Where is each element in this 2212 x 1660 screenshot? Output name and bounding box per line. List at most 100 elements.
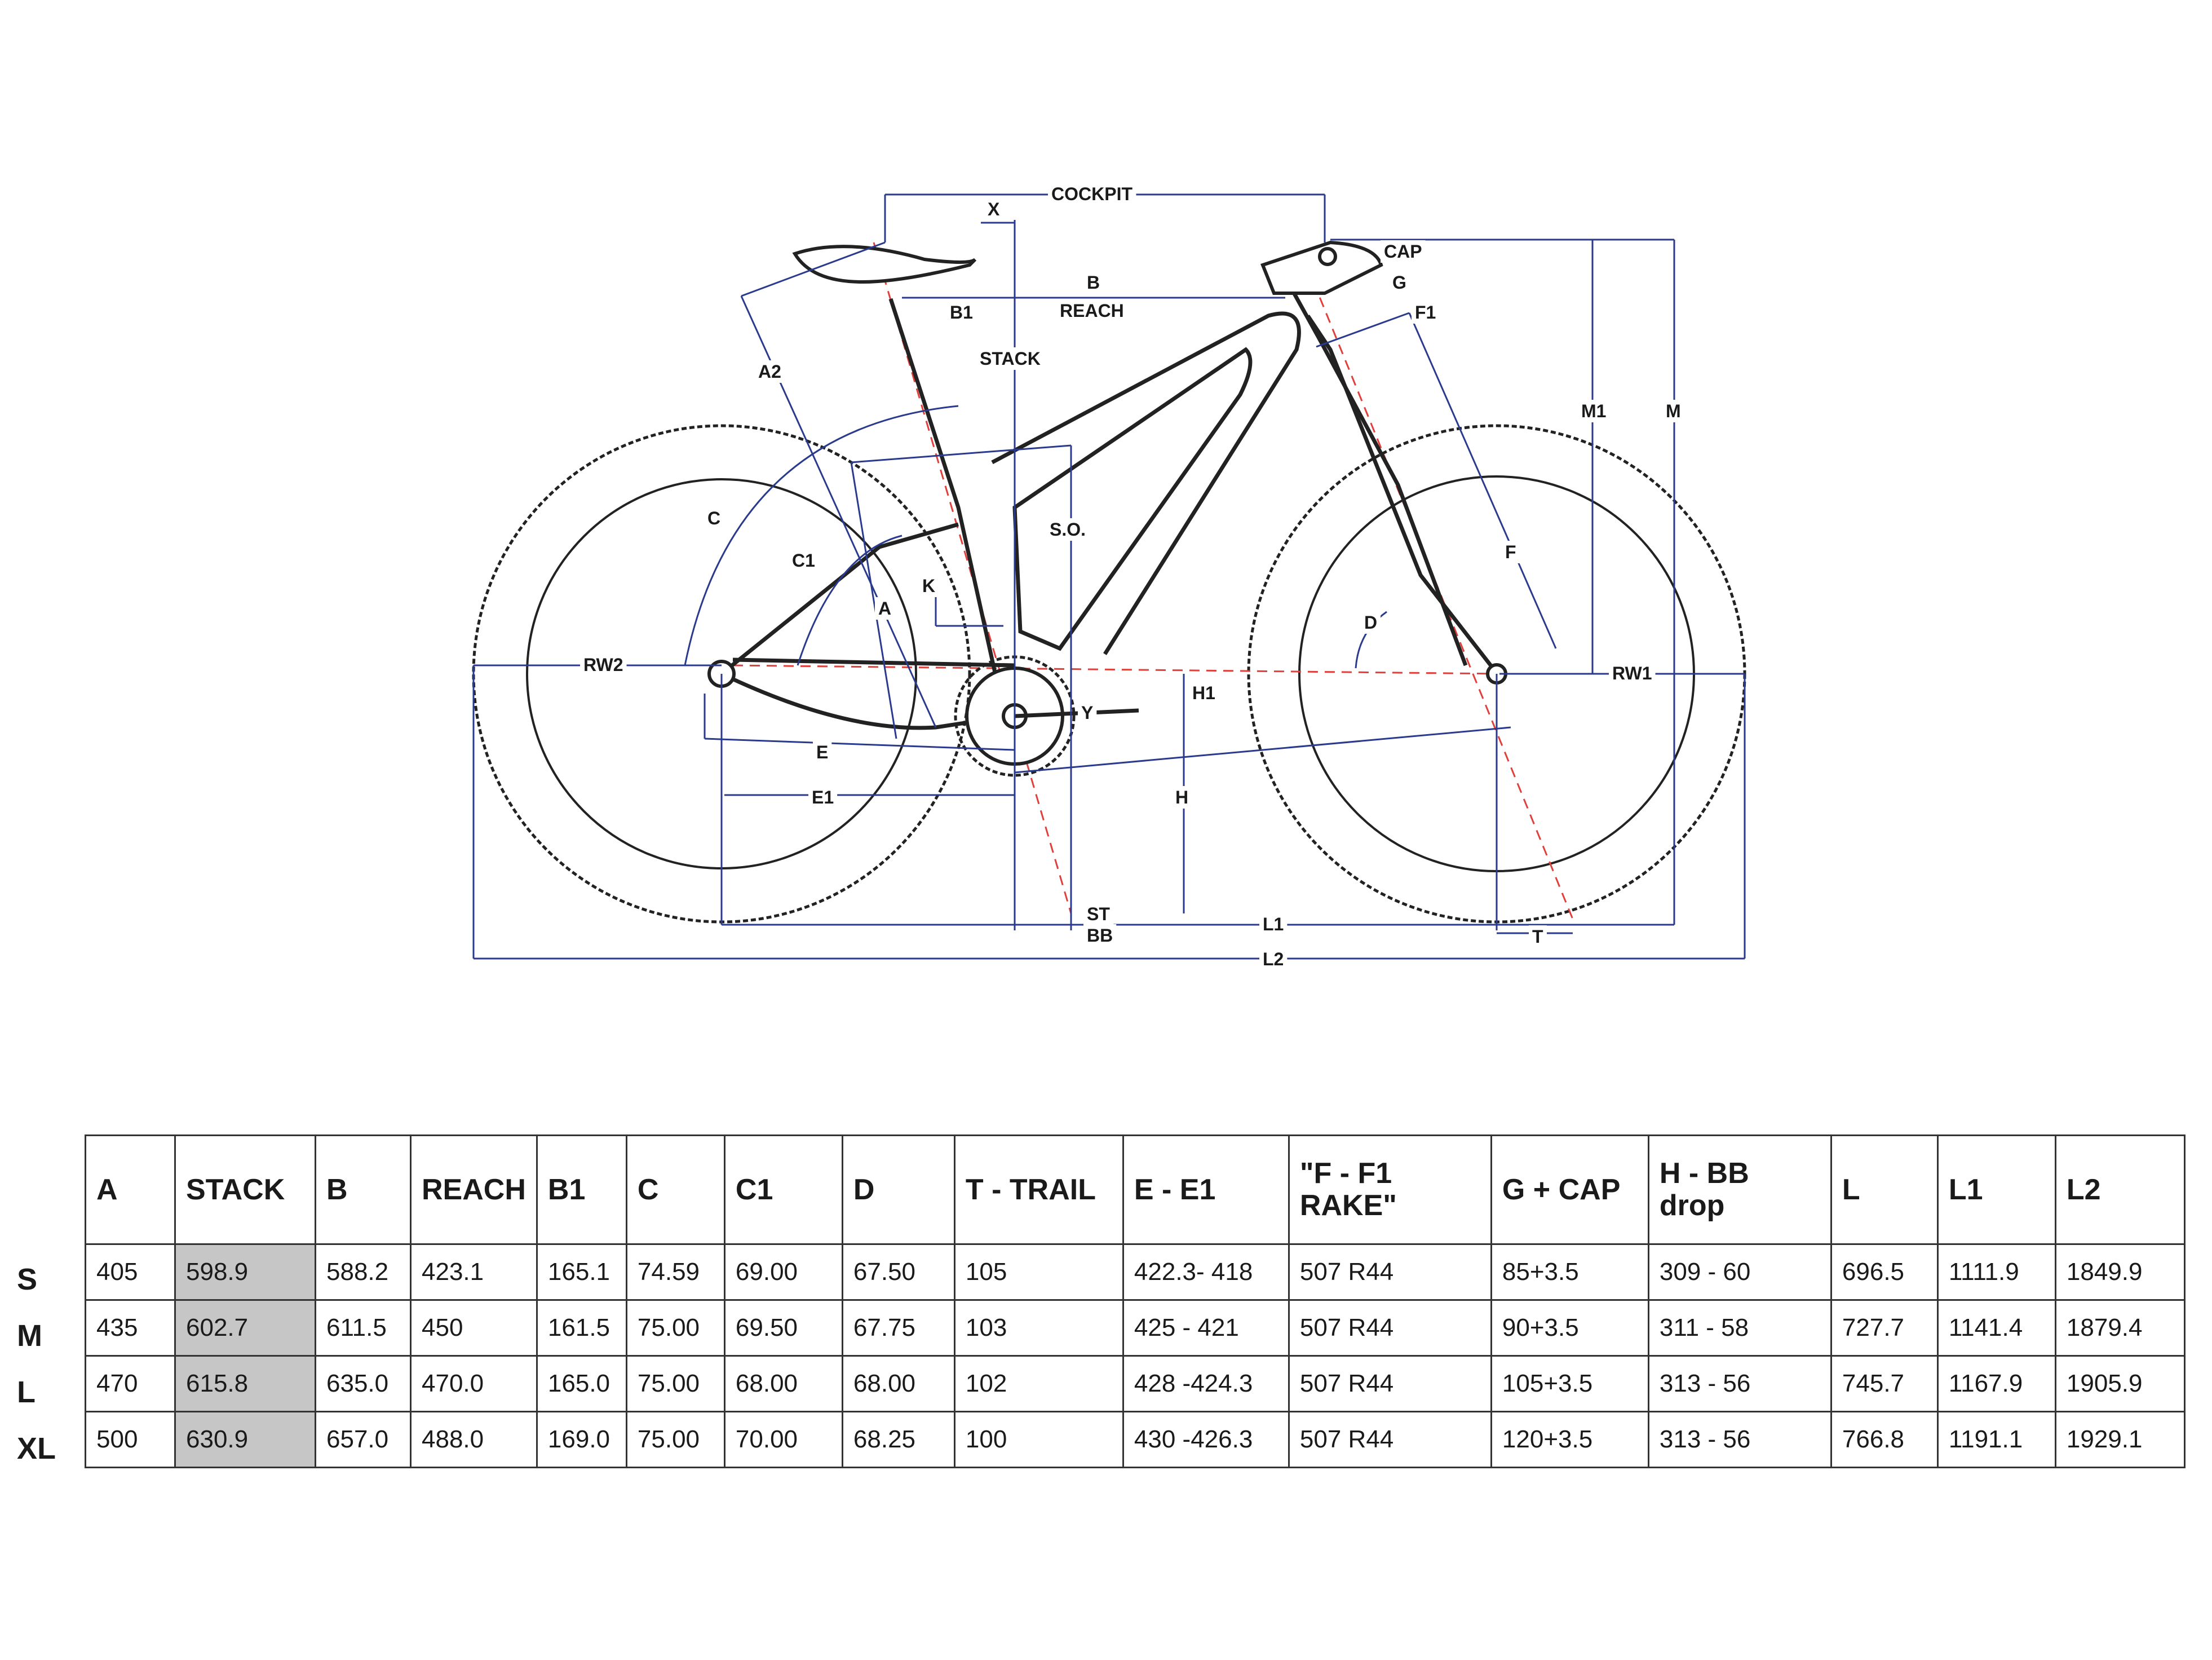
label-g: G [1392, 272, 1406, 293]
label-k: K [922, 576, 935, 596]
table-cell: 1929.1 [2054, 1411, 2186, 1468]
label-f1: F1 [1415, 302, 1436, 323]
table-cell: 630.9 [174, 1411, 316, 1468]
table-cell: 507 R44 [1288, 1355, 1492, 1412]
header-l: L [1830, 1134, 1939, 1245]
table-cell: 598.9 [174, 1243, 316, 1301]
label-st: ST [1087, 904, 1110, 924]
table-cell: 1849.9 [2054, 1243, 2186, 1301]
header-e-e1: E - E1 [1122, 1134, 1290, 1245]
table-cell: 90+3.5 [1490, 1299, 1649, 1357]
table-cell: 67.50 [841, 1243, 955, 1301]
table-cell: 100 [953, 1411, 1124, 1468]
table-cell: 488.0 [410, 1411, 538, 1468]
header-t-trail: T - TRAIL [953, 1134, 1124, 1245]
header-l2: L2 [2054, 1134, 2186, 1245]
table-cell: 422.3- 418 [1122, 1243, 1290, 1301]
label-y: Y [1081, 703, 1093, 723]
header-d: D [841, 1134, 955, 1245]
table-cell: 635.0 [315, 1355, 412, 1412]
table-cell: 1111.9 [1936, 1243, 2056, 1301]
table-cell: 435 [85, 1299, 176, 1357]
table-cell: 69.50 [723, 1299, 843, 1357]
table-cell: 588.2 [315, 1243, 412, 1301]
label-h1: H1 [1192, 683, 1215, 703]
size-label-xl: XL [17, 1432, 56, 1465]
table-cell: 68.25 [841, 1411, 955, 1468]
table-cell: 313 - 56 [1647, 1411, 1832, 1468]
label-b1: B1 [950, 302, 973, 323]
label-l1: L1 [1263, 914, 1284, 934]
header-h-bb-drop: H - BB drop [1647, 1134, 1832, 1245]
label-rw2: RW2 [583, 655, 623, 675]
table-cell: 425 - 421 [1122, 1299, 1290, 1357]
table-cell: 1905.9 [2054, 1355, 2186, 1412]
table-cell: 105 [953, 1243, 1124, 1301]
header-b1: B1 [536, 1134, 627, 1245]
table-cell: 75.00 [625, 1355, 725, 1412]
header-stack: STACK [174, 1134, 316, 1245]
table-cell: 313 - 56 [1647, 1355, 1832, 1412]
table-cell: 165.0 [536, 1355, 627, 1412]
label-h: H [1175, 787, 1188, 807]
label-m1: M1 [1581, 401, 1606, 421]
label-c1: C1 [792, 550, 815, 571]
label-c: C [707, 508, 720, 528]
size-label-l: L [17, 1375, 36, 1409]
table-cell: 430 -426.3 [1122, 1411, 1290, 1468]
label-m: M [1666, 401, 1681, 421]
label-so: S.O. [1050, 519, 1086, 540]
table-cell: 68.00 [723, 1355, 843, 1412]
table-cell: 727.7 [1830, 1299, 1939, 1357]
table-cell: 405 [85, 1243, 176, 1301]
table-cell: 500 [85, 1411, 176, 1468]
label-stack: STACK [980, 348, 1041, 369]
table-cell: 102 [953, 1355, 1124, 1412]
table-cell: 103 [953, 1299, 1124, 1357]
header-b: B [315, 1134, 412, 1245]
table-cell: 85+3.5 [1490, 1243, 1649, 1301]
table-cell: 165.1 [536, 1243, 627, 1301]
table-cell: 75.00 [625, 1411, 725, 1468]
table-cell: 611.5 [315, 1299, 412, 1357]
table-cell: 428 -424.3 [1122, 1355, 1290, 1412]
table-cell: 602.7 [174, 1299, 316, 1357]
label-l2: L2 [1263, 949, 1284, 969]
bike-geometry-diagram: COCKPIT X CAP G B REACH B1 F1 STACK A2 M… [472, 183, 1746, 970]
geometry-table-section: S M L XL A STACK B REACH B1 C C1 D T - T… [0, 1128, 2212, 1477]
table-cell: 68.00 [841, 1355, 955, 1412]
geometry-table: A STACK B REACH B1 C C1 D T - TRAIL E - … [85, 1134, 2186, 1468]
table-cell: 309 - 60 [1647, 1243, 1832, 1301]
label-cockpit: COCKPIT [1051, 184, 1132, 204]
label-x: X [988, 199, 1000, 219]
table-cell: 1167.9 [1936, 1355, 2056, 1412]
table-cell: 1879.4 [2054, 1299, 2186, 1357]
label-cap: CAP [1384, 241, 1422, 262]
table-cell: 657.0 [315, 1411, 412, 1468]
table-cell: 507 R44 [1288, 1411, 1492, 1468]
table-header-row: A STACK B REACH B1 C C1 D T - TRAIL E - … [85, 1134, 2186, 1245]
table-cell: 1191.1 [1936, 1411, 2056, 1468]
table-cell: 423.1 [410, 1243, 538, 1301]
table-cell: 470.0 [410, 1355, 538, 1412]
header-l1: L1 [1936, 1134, 2056, 1245]
label-e: E [816, 742, 828, 762]
table-cell: 507 R44 [1288, 1243, 1492, 1301]
table-cell: 507 R44 [1288, 1299, 1492, 1357]
table-cell: 70.00 [723, 1411, 843, 1468]
label-b: B [1087, 272, 1100, 293]
table-cell: 470 [85, 1355, 176, 1412]
table-cell: 74.59 [625, 1243, 725, 1301]
header-c: C [625, 1134, 725, 1245]
dimension-labels: COCKPIT X CAP G B REACH B1 F1 STACK A2 M… [580, 183, 1684, 970]
size-label-m: M [17, 1319, 42, 1353]
label-f: F [1505, 542, 1516, 562]
table-cell: 1141.4 [1936, 1299, 2056, 1357]
header-g-cap: G + CAP [1490, 1134, 1649, 1245]
table-cell: 67.75 [841, 1299, 955, 1357]
